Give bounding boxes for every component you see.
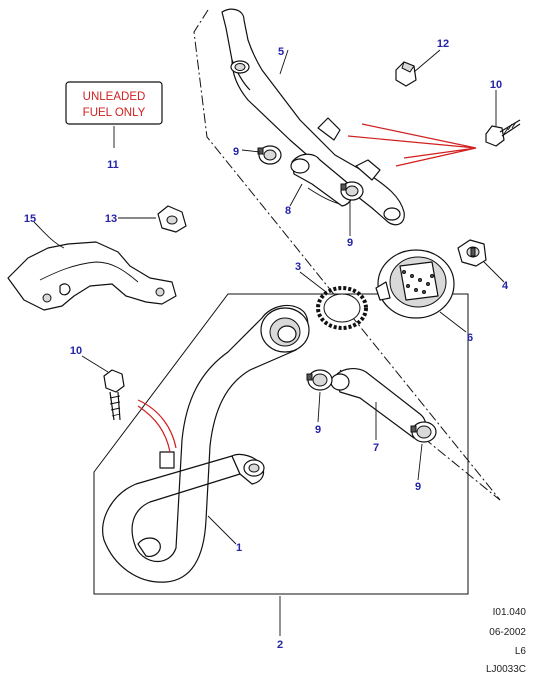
callout-9-lower-left: 9 xyxy=(315,424,321,436)
reference-date: 06-2002 xyxy=(489,627,526,638)
callout-10-upper: 10 xyxy=(490,79,502,91)
callout-9-upper-right: 9 xyxy=(347,237,353,249)
callout-15: 15 xyxy=(24,213,36,225)
filler-cap-part-6 xyxy=(375,249,455,319)
filler-neck-part-1 xyxy=(102,304,310,583)
callout-9-upper-left: 9 xyxy=(233,146,239,158)
callout-2: 2 xyxy=(277,639,283,651)
hose-clip-upper-left xyxy=(257,145,282,165)
leader-lines xyxy=(33,49,505,636)
hose-clip-upper-right xyxy=(340,181,364,201)
screw-part-10-upper xyxy=(485,119,521,147)
screw-lower-pointer xyxy=(137,399,177,453)
reference-code-2: L6 xyxy=(514,646,526,657)
reference-code-1: I01.040 xyxy=(492,607,526,618)
callout-4: 4 xyxy=(502,280,509,292)
heat-shield-part-15 xyxy=(7,241,177,311)
callout-13: 13 xyxy=(105,213,117,225)
callout-7: 7 xyxy=(373,442,379,454)
screw-pointer-lines xyxy=(347,123,477,167)
callout-1: 1 xyxy=(236,542,242,554)
screw-part-10-lower xyxy=(103,369,125,421)
reference-code-3: LJ0033C xyxy=(485,664,526,675)
breather-pipe-part-5 xyxy=(221,8,405,226)
callout-3: 3 xyxy=(295,261,301,273)
callout-6: 6 xyxy=(467,332,473,344)
sign-line-2: FUEL ONLY xyxy=(83,107,146,119)
callout-9-lower-right: 9 xyxy=(415,481,421,493)
locking-ring-part-3 xyxy=(316,286,368,330)
callout-5: 5 xyxy=(278,46,284,58)
callout-10-lower: 10 xyxy=(70,345,82,357)
hose-clip-lower-left xyxy=(306,369,333,391)
grommet-part-12 xyxy=(395,61,417,87)
callout-12: 12 xyxy=(437,38,449,50)
hose-clip-lower-right xyxy=(410,421,437,443)
callout-11: 11 xyxy=(107,159,119,171)
sign-line-1: UNLEADED xyxy=(83,91,146,103)
callout-8: 8 xyxy=(285,205,291,217)
warning-label-part-11: UNLEADED FUEL ONLY xyxy=(65,81,163,125)
pipe-clip-part-13 xyxy=(157,205,187,233)
cap-lock-part-4 xyxy=(457,239,487,267)
